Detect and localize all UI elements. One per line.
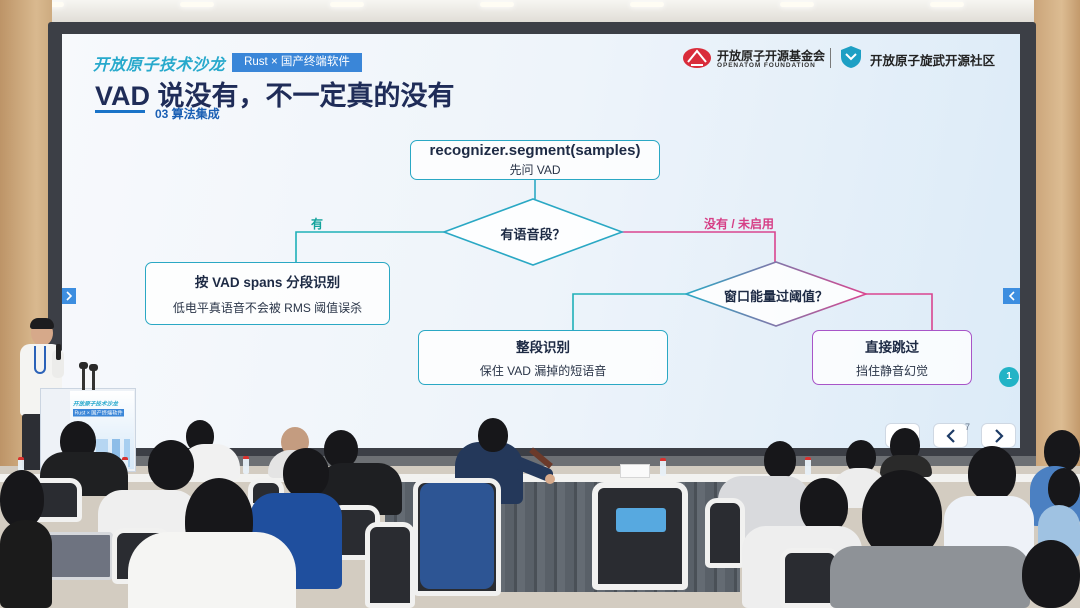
poster-brand: 开放原子技术沙龙 <box>73 401 118 408</box>
ceiling-light <box>330 2 364 7</box>
audience-head <box>800 478 848 534</box>
title-underline <box>95 110 145 113</box>
slide-side-tab-right <box>1003 288 1020 304</box>
presenter-lanyard <box>34 346 46 374</box>
name-card <box>620 464 650 478</box>
water-bottle <box>805 457 811 475</box>
slide-side-tab-left <box>62 288 76 304</box>
chair <box>365 522 415 608</box>
audience-head <box>0 470 44 528</box>
whole-recognition-node: 整段识别 保住 VAD 漏掉的短语音 <box>418 330 668 385</box>
chevron-right-icon <box>66 291 73 301</box>
audience-body <box>830 546 1030 608</box>
flowchart-connectors <box>295 180 933 330</box>
energy-skip-connector <box>866 293 933 330</box>
water-bottle <box>18 457 24 475</box>
presentation-slide: 开放原子技术沙龙 Rust × 国产终端软件 开放原子开源基金会 OPENATO… <box>62 34 1020 448</box>
standing-attendee-hand <box>545 474 555 484</box>
no-branch-connector <box>622 231 776 262</box>
start-node-subtitle: 先问 VAD <box>509 163 561 177</box>
ceiling-light <box>780 2 814 7</box>
right-wall <box>1034 0 1080 480</box>
energy-pass-connector <box>572 293 686 330</box>
skip-subtitle: 挡住静音幻觉 <box>855 363 928 378</box>
community-name: 开放原子旋武开源社区 <box>870 54 996 68</box>
ceiling <box>0 0 1080 26</box>
center-table <box>385 474 740 482</box>
energy-threshold-decision-diamond <box>683 261 869 327</box>
ceiling-light <box>930 2 964 7</box>
community-shield-icon <box>841 46 861 68</box>
start-node: recognizer.segment(samples) 先问 VAD <box>410 140 660 180</box>
no-branch-label: 没有 / 未启用 <box>704 217 775 231</box>
audience-head <box>862 470 942 560</box>
speech-segment-decision-diamond <box>441 198 625 266</box>
slide-title: VAD 说没有，不一定真的没有 <box>95 81 455 111</box>
audience-head <box>324 430 358 468</box>
chevron-right-icon <box>994 428 1004 443</box>
ceiling-light <box>180 2 214 7</box>
audience-head <box>1044 430 1080 472</box>
vad-segment-node: 按 VAD spans 分段识别 低电平真语音不会被 RMS 阈值误杀 <box>145 262 390 325</box>
audience-head <box>1048 468 1080 508</box>
chair-seat-label <box>616 508 666 532</box>
audience-head <box>764 441 796 479</box>
slide-step-badge: 1 <box>999 367 1019 387</box>
slide-page-number: 7 <box>965 422 971 432</box>
decision-1-label: 有语音段？ <box>500 227 566 242</box>
topic-badge: Rust × 国产终端软件 <box>232 53 362 72</box>
slide-next-button <box>981 423 1016 448</box>
foundation-name: 开放原子开源基金会 <box>717 49 826 63</box>
skip-title: 直接跳过 <box>865 340 919 356</box>
chair <box>705 498 745 568</box>
decision-2-label: 窗口能量过阈值？ <box>723 289 828 304</box>
microphone-icon <box>56 344 61 360</box>
chair <box>592 482 688 590</box>
whole-recognition-title: 整段识别 <box>516 340 570 356</box>
podium-microphone-stand <box>92 368 95 390</box>
chevron-left-icon <box>945 428 955 443</box>
audience-head <box>148 440 194 490</box>
logo-divider <box>830 48 831 68</box>
salon-brand-logo: 开放原子技术沙龙 <box>93 57 226 74</box>
yes-branch-label: 有 <box>311 217 324 231</box>
draped-blue-jacket <box>420 483 494 589</box>
ceiling-light <box>630 2 664 7</box>
audience-head <box>283 448 329 498</box>
microphone-icon <box>79 362 88 369</box>
presenter-hair <box>30 318 54 329</box>
audience-head <box>968 446 1016 501</box>
standing-attendee-head <box>478 418 508 452</box>
openatom-foundation-logo-icon <box>683 48 711 68</box>
vad-segment-subtitle: 低电平真语音不会被 RMS 阈值误杀 <box>172 301 363 315</box>
chevron-left-icon <box>1008 291 1015 301</box>
water-bottle <box>243 456 249 474</box>
whole-recognition-subtitle: 保住 VAD 漏掉的短语音 <box>479 363 607 378</box>
audience-body <box>0 520 52 608</box>
ceiling-light <box>480 2 514 7</box>
audience-head <box>1022 540 1080 608</box>
podium-microphone-stand <box>82 366 85 390</box>
skip-node: 直接跳过 挡住静音幻觉 <box>812 330 972 385</box>
slide-prev-button <box>933 423 968 448</box>
section-label: 03 算法集成 <box>155 107 220 121</box>
start-node-title: recognizer.segment(samples) <box>429 142 641 159</box>
yes-branch-connector <box>295 231 444 262</box>
poster-badge: Rust × 国产终端软件 <box>73 409 125 417</box>
microphone-icon <box>89 364 98 371</box>
foundation-name-en: OPENATOM FOUNDATION <box>717 62 816 69</box>
water-bottle <box>660 458 666 476</box>
presenter-arm <box>52 350 64 378</box>
audience-body <box>128 532 296 608</box>
vad-segment-title: 按 VAD spans 分段识别 <box>194 275 341 290</box>
